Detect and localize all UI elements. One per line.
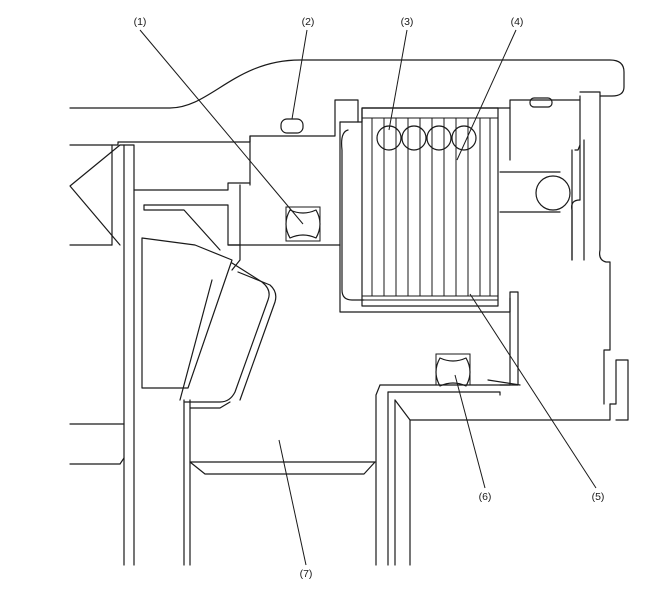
callout-1: (1) xyxy=(134,16,147,28)
seal-6 xyxy=(435,353,471,387)
inner-hub xyxy=(133,182,341,271)
piston xyxy=(141,237,277,566)
right-assembly xyxy=(497,91,611,405)
shaft-end xyxy=(69,144,135,566)
clutch-pack xyxy=(339,107,499,307)
callout-4: (4) xyxy=(511,16,524,28)
callout-6: (6) xyxy=(479,491,492,503)
callout-3: (3) xyxy=(401,16,414,28)
clutch-plates xyxy=(371,118,491,296)
seal-top-right xyxy=(529,97,553,108)
leader-lines xyxy=(139,29,597,566)
seal-2 xyxy=(280,118,304,134)
seal-1 xyxy=(285,206,321,242)
callout-7: (7) xyxy=(300,568,313,580)
lower-housing xyxy=(189,244,629,566)
check-balls xyxy=(376,125,477,151)
callout-5: (5) xyxy=(592,491,605,503)
outer-housing xyxy=(69,59,625,246)
callout-2: (2) xyxy=(302,16,315,28)
